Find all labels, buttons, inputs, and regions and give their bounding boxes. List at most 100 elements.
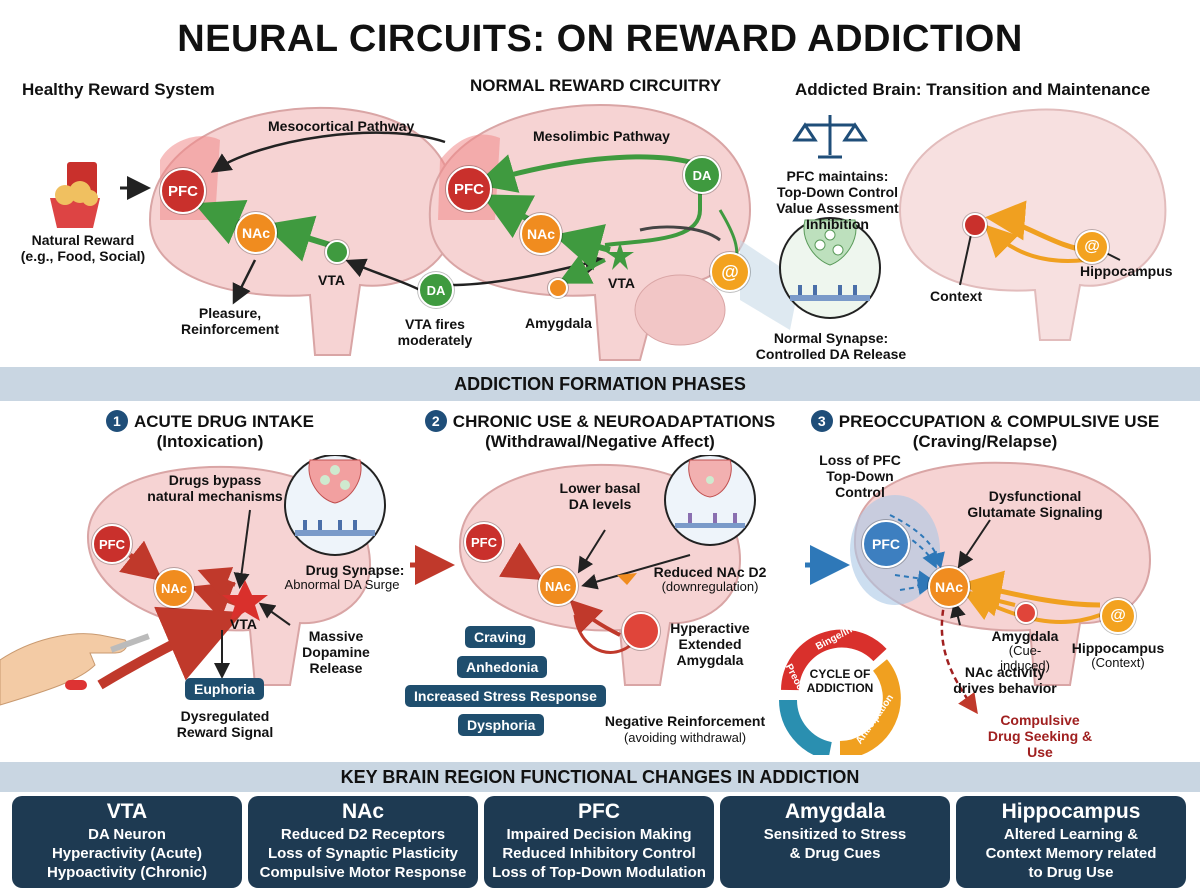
pfc-node-p1: PFC: [92, 524, 132, 564]
amygdala-label: Amygdala: [525, 315, 592, 331]
natural-reward-label: Natural Reward (e.g., Food, Social): [20, 232, 146, 265]
vta-burst-icon: [222, 580, 268, 621]
card-nac: NAc Reduced D2 Receptors Loss of Synapti…: [248, 796, 478, 888]
card-title: PFC: [578, 800, 620, 823]
normal-synapse-label: Normal Synapse: Controlled DA Release: [755, 330, 907, 363]
pfc-node-center: PFC: [446, 166, 492, 212]
card-description: DA Neuron Hyperactivity (Acute) Hypoacti…: [46, 826, 208, 881]
drug-synapse-icon: [284, 455, 386, 556]
vta-node: [325, 240, 349, 264]
reduced-d2-label: Reduced NAc D2: [653, 564, 767, 580]
card-title: Amygdala: [784, 800, 886, 823]
extended-amygdala-node: [622, 612, 660, 650]
card-title: Hippocampus: [1001, 800, 1141, 823]
compulsive-label: Compulsive Drug Seeking & Use: [987, 712, 1093, 761]
card-hippocampus: Hippocampus Altered Learning & Context M…: [956, 796, 1186, 888]
da-node-center: DA: [683, 156, 721, 194]
context-label-p3: (Context): [1091, 655, 1145, 670]
hippocampus-icon-right: @: [1075, 230, 1109, 264]
cue-induced-label: (Cue-induced): [1000, 643, 1050, 673]
phase3-title: 3 PREOCCUPATION & COMPULSIVE USE(Craving/…: [800, 410, 1170, 453]
euphoria-pill: Euphoria: [185, 678, 264, 700]
hippocampus-label: Hippocampus: [1080, 263, 1173, 279]
card-vta: VTA DA Neuron Hyperactivity (Acute) Hypo…: [12, 796, 242, 888]
card-title: NAc: [341, 800, 384, 823]
phases-diagram: [0, 455, 1152, 755]
card-description: Reduced D2 Receptors Loss of Synaptic Pl…: [259, 826, 467, 881]
amygdala-node: [548, 278, 568, 298]
context-label: Context: [930, 288, 983, 304]
vta-label: VTA: [318, 272, 345, 288]
card-pfc: PFC Impaired Decision Making Reduced Inh…: [484, 796, 714, 888]
nac-drives-label: NAc activity drives behavior: [953, 664, 1057, 697]
card-description: Sensitized to Stress & Drug Cues: [763, 826, 907, 862]
vta-fires-label: VTA fires moderately: [397, 316, 473, 349]
loss-pfc-label: Loss of PFC Top-Down Control: [819, 452, 901, 501]
phase3-subtitle: (Craving/Relapse): [912, 432, 1058, 452]
dysregulated-label: Dysregulated Reward Signal: [176, 708, 274, 741]
hippocampus-label-p3: Hippocampus: [1071, 640, 1165, 656]
nac-node: NAc: [235, 212, 277, 254]
symptom-stress: Increased Stress Response: [405, 685, 606, 707]
phase1-title-text: ACUTE DRUG INTAKE: [133, 412, 315, 431]
dysfunctional-label: Dysfunctional Glutamate Signaling: [967, 488, 1103, 521]
phase2-title-text: CHRONIC USE & NEUROADAPTATIONS: [452, 412, 776, 431]
addicted-heading: Addicted Brain: Transition and Maintenan…: [795, 80, 1151, 99]
drug-synapse-title: Drug Synapse:: [305, 562, 405, 578]
key-regions-band: KEY BRAIN REGION FUNCTIONAL CHANGES IN A…: [0, 762, 1200, 792]
nac-node-center: NAc: [520, 213, 562, 255]
nac-node-p1: NAc: [154, 568, 194, 608]
healthy-heading: Healthy Reward System: [22, 80, 215, 99]
reduced-d2-synapse-icon: [664, 455, 756, 546]
downregulation-label: (downregulation): [661, 579, 759, 594]
balance-scale-icon: [792, 115, 868, 159]
symptom-anhedonia: Anhedonia: [457, 656, 548, 678]
da-node-left: DA: [418, 272, 454, 308]
mesocortical-label: Mesocortical Pathway: [268, 118, 415, 134]
cycle-center-label: CYCLE OF ADDICTION: [806, 667, 874, 695]
card-description: Altered Learning & Context Memory relate…: [985, 826, 1157, 881]
card-title: VTA: [106, 800, 148, 823]
phase2-subtitle: (Withdrawal/Negative Affect): [485, 432, 715, 452]
phase1-subtitle: (Intoxication): [156, 432, 264, 452]
amygdala-node-p3: [1015, 602, 1037, 624]
pfc-node: PFC: [160, 168, 206, 214]
mesolimbic-label: Mesolimbic Pathway: [533, 128, 670, 144]
vta-star-icon: [606, 242, 634, 270]
vta-label-center: VTA: [608, 275, 635, 291]
food-icon: [45, 160, 110, 230]
cycle-of-addiction-icon: [779, 629, 901, 755]
top-diagram: [120, 103, 1167, 361]
avoiding-label: (avoiding withdrawal): [623, 730, 747, 745]
pfc-node-p3: PFC: [862, 520, 910, 568]
normal-heading: NORMAL REWARD CIRCUITRY: [470, 76, 722, 95]
drug-synapse-text: Abnormal DA Surge: [284, 577, 400, 592]
phase3-title-text: PREOCCUPATION & COMPULSIVE USE: [838, 412, 1160, 431]
card-amygdala: Amygdala Sensitized to Stress & Drug Cue…: [720, 796, 950, 888]
vta-label-p1: VTA: [230, 616, 257, 632]
page-title: NEURAL CIRCUITS: ON REWARD ADDICTION: [177, 18, 1023, 60]
nac-node-p2: NAc: [538, 566, 578, 606]
amygdala-label-p3: Amygdala: [991, 628, 1059, 644]
pleasure-label: Pleasure, Reinforcement: [180, 305, 280, 338]
hippocampus-icon: @: [710, 252, 750, 292]
pfc-maintains-label: PFC maintains: Top-Down Control Value As…: [776, 168, 899, 233]
phase3-number: 3: [810, 410, 833, 432]
hyperactive-label: Hyperactive Extended Amygdala: [670, 620, 750, 669]
phase1-title: 1 ACUTE DRUG INTAKE(Intoxication): [60, 410, 360, 453]
phase2-number: 2: [424, 410, 447, 432]
brain-right: [898, 108, 1167, 341]
context-node: [963, 213, 987, 237]
massive-label: Massive Dopamine Release: [302, 628, 370, 677]
symptom-craving: Craving: [465, 626, 536, 648]
hand-icon: [0, 633, 128, 706]
phases-band: ADDICTION FORMATION PHASES: [0, 367, 1200, 401]
nac-node-p3: NAc: [928, 566, 970, 608]
neg-reinforcement-label: Negative Reinforcement: [604, 713, 766, 729]
bypass-label: Drugs bypass natural mechanisms: [147, 472, 283, 505]
phase2-title: 2 CHRONIC USE & NEUROADAPTATIONS(Withdraw…: [405, 410, 795, 453]
symptom-dysphoria: Dysphoria: [458, 714, 545, 736]
hippocampus-icon-p3: @: [1100, 598, 1136, 634]
lower-basal-label: Lower basal DA levels: [559, 480, 641, 513]
phase1-number: 1: [105, 410, 128, 432]
